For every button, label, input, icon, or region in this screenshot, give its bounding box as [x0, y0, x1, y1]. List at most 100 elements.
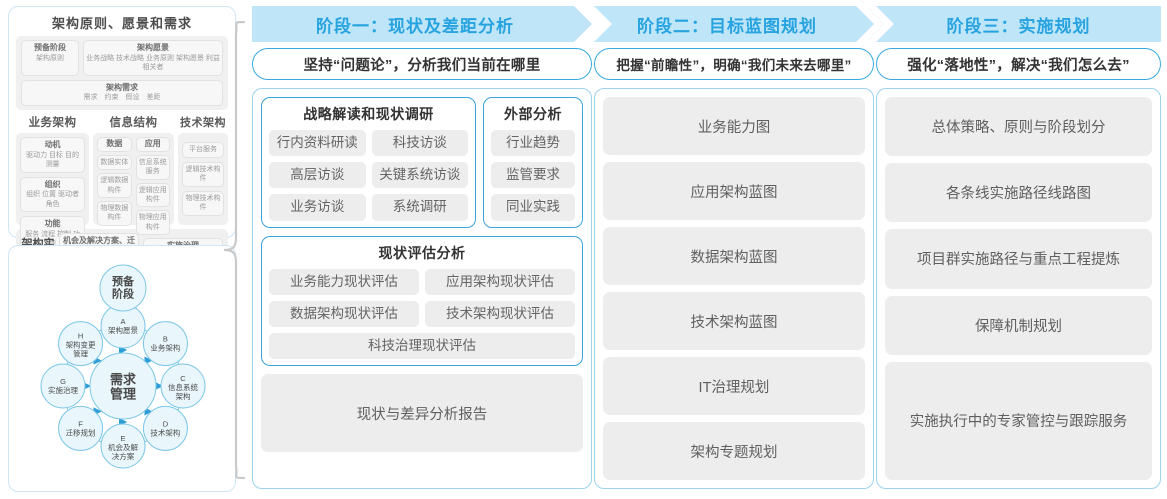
list-item[interactable]: 业务能力图 — [603, 97, 865, 155]
phase-2-chevron-shape — [594, 6, 874, 42]
arch-requirements-box: 架构需求 需求 约束 假设 差距 — [21, 79, 223, 106]
motivation-box: 动机 驱动力 目标 目的 测量 — [20, 136, 86, 173]
list-item[interactable]: 各条线实施路径线路图 — [885, 163, 1152, 223]
data-subcolumn: 数据 数据实体 逻辑数据构件 物理数据构件 — [97, 136, 132, 226]
phase-3-header: 阶段三：实施规划 — [876, 6, 1161, 42]
chip-item[interactable]: 科技访谈 — [371, 130, 468, 157]
adm-node-G[interactable] — [40, 363, 86, 409]
list-item[interactable]: 保障机制规划 — [885, 295, 1152, 355]
list-item[interactable]: 项目群实施路径与重点工程提炼 — [885, 229, 1152, 289]
phase-1-column: 阶段一：现状及差距分析 坚持“问题论”，分析我们当前在哪里 战略解读和现状调研 … — [252, 6, 592, 493]
prep-stage-head: 预备阶段 — [34, 43, 66, 52]
list-item[interactable]: 总体策略、原则与阶段划分 — [885, 97, 1152, 157]
grouping-brace — [223, 20, 246, 480]
chip-item[interactable]: 关键系统访谈 — [371, 162, 468, 189]
phase-3-item-list: 总体策略、原则与阶段划分 各条线实施路径线路图 项目群实施路径与重点工程提炼 保… — [885, 97, 1152, 481]
phase-2-column: 阶段二：目标蓝图规划 把握“前瞻性”，明确“我们未来去哪里” 业务能力图 应用架… — [594, 6, 874, 493]
list-item[interactable]: 实施执行中的专家管控与跟踪服务 — [885, 361, 1152, 481]
chip-item[interactable]: 技术架构现状评估 — [425, 300, 575, 327]
gap-analysis-report-chip[interactable]: 现状与差异分析报告 — [261, 374, 583, 453]
logical-application-component-box: 逻辑应用构件 — [135, 182, 170, 208]
adm-node-E[interactable] — [100, 423, 146, 469]
phase-1-chevron-shape — [252, 6, 592, 42]
prep-stage-sub: 架构原则 — [36, 54, 64, 62]
phase-1-body: 战略解读和现状调研 行内资料研读 科技访谈 高层访谈 关键系统访谈 业务访谈 系… — [252, 88, 592, 489]
arch-vision-box: 架构愿景 业务战略 技术战略 业务原则 架构愿景 利益相关者 — [83, 40, 223, 76]
data-entity-box: 数据实体 — [97, 154, 132, 171]
adm-node-D[interactable] — [142, 405, 188, 451]
technology-architecture-column: 技术架构 平台服务 逻辑技术构件 物理技术构件 — [177, 114, 228, 225]
chip-item[interactable]: 业务访谈 — [269, 194, 366, 221]
organization-box: 组织 组织 位置 驱动者 角色 — [20, 176, 86, 213]
chip-item[interactable]: 业务能力现状评估 — [269, 268, 419, 295]
phase-3-chevron-shape — [876, 6, 1161, 42]
current-state-assessment-card[interactable]: 现状评估分析 业务能力现状评估 应用架构现状评估 数据架构现状评估 技术架构现状… — [261, 235, 583, 367]
adm-center-node[interactable] — [89, 352, 157, 420]
chip-item[interactable]: 行内资料研读 — [269, 130, 366, 157]
physical-application-component-box: 物理应用构件 — [135, 210, 170, 236]
phase-2-item-list: 业务能力图 应用架构蓝图 数据架构蓝图 技术架构蓝图 IT治理规划 架构专题规划 — [603, 97, 865, 480]
chip-item[interactable]: 监管要求 — [491, 162, 575, 189]
adm-node-B[interactable] — [142, 321, 188, 367]
phase-3-column: 阶段三：实施规划 强化“落地性”，解决“我们怎么去” 总体策略、原则与阶段划分 … — [876, 6, 1161, 493]
adm-node-H[interactable] — [58, 321, 104, 367]
phase-3-body: 总体策略、原则与阶段划分 各条线实施路径线路图 项目群实施路径与重点工程提炼 保… — [876, 88, 1161, 489]
phase-3-subtitle: 强化“落地性”，解决“我们怎么去” — [876, 48, 1161, 80]
phase-2-header: 阶段二：目标蓝图规划 — [594, 6, 874, 42]
list-item[interactable]: 应用架构蓝图 — [603, 162, 865, 220]
chip-item[interactable]: 科技治理现状评估 — [269, 332, 575, 360]
technology-architecture-header: 技术架构 — [179, 116, 226, 129]
external-analysis-card[interactable]: 外部分析 行业趋势 监管要求 同业实践 — [483, 97, 583, 228]
chip-item[interactable]: 行业趋势 — [491, 130, 575, 157]
adm-node-F[interactable] — [58, 405, 104, 451]
list-item[interactable]: 架构专题规划 — [603, 422, 865, 480]
phase-1-title: 阶段一：现状及差距分析 — [316, 16, 514, 36]
phase-1-header: 阶段一：现状及差距分析 — [252, 6, 592, 42]
adm-center-label: 需求管理 — [110, 372, 137, 402]
togaf-reference-column: 架构原则、愿景和需求 预备阶段 架构原则 架构愿景 业务战略 技术战略 业务原则… — [8, 6, 236, 493]
information-structure-header: 信息结构 — [109, 116, 158, 129]
logical-technology-component-box: 逻辑技术构件 — [181, 161, 224, 187]
architecture-principles-group: 预备阶段 架构原则 架构愿景 业务战略 技术战略 业务原则 架构愿景 利益相关者… — [16, 36, 228, 110]
chip-item[interactable]: 同业实践 — [491, 194, 575, 221]
logical-data-component-box: 逻辑数据构件 — [97, 173, 132, 199]
application-subcolumn: 应用 信息系统服务 逻辑应用构件 物理应用构件 — [135, 136, 170, 236]
chip-item[interactable]: 高层访谈 — [269, 162, 366, 189]
chip-item[interactable]: 应用架构现状评估 — [425, 268, 575, 295]
external-analysis-card-title: 外部分析 — [504, 106, 562, 122]
application-head-box: 应用 — [135, 136, 170, 152]
chip-item[interactable]: 数据架构现状评估 — [269, 300, 419, 327]
list-item[interactable]: 技术架构蓝图 — [603, 292, 865, 350]
business-architecture-header: 业务架构 — [28, 116, 77, 129]
business-architecture-column: 业务架构 动机 驱动力 目标 目的 测量 组织 组织 位置 驱动者 角色 功能 … — [16, 114, 90, 252]
list-item[interactable]: IT治理规划 — [603, 357, 865, 415]
information-system-service-box: 信息系统服务 — [135, 154, 170, 180]
arch-vision-head: 架构愿景 — [137, 43, 169, 52]
prep-stage-box: 预备阶段 架构原则 — [21, 40, 79, 76]
physical-data-component-box: 物理数据构件 — [97, 201, 132, 226]
platform-service-box: 平台服务 — [181, 142, 224, 158]
arch-requirements-sub: 需求 约束 假设 差距 — [83, 94, 161, 102]
physical-technology-component-box: 物理技术构件 — [181, 190, 224, 216]
togaf-panel-title: 架构原则、愿景和需求 — [51, 16, 192, 31]
strategy-research-card-title: 战略解读和现状调研 — [303, 106, 434, 122]
arch-vision-sub: 业务战略 技术战略 业务原则 架构愿景 利益相关者 — [86, 54, 220, 72]
chip-item[interactable]: 系统调研 — [371, 194, 468, 221]
list-item[interactable]: 数据架构蓝图 — [603, 227, 865, 285]
strategy-research-card[interactable]: 战略解读和现状调研 行内资料研读 科技访谈 高层访谈 关键系统访谈 业务访谈 系… — [261, 97, 476, 228]
adm-prep-label: 预备阶段 — [112, 274, 135, 301]
togaf-framework-panel: 架构原则、愿景和需求 预备阶段 架构原则 架构愿景 业务战略 技术战略 业务原则… — [8, 6, 236, 274]
phase-2-title: 阶段二：目标蓝图规划 — [637, 16, 817, 36]
adm-node-C[interactable] — [160, 363, 206, 409]
adm-prep-node[interactable] — [99, 264, 147, 312]
data-head-box: 数据 — [97, 136, 132, 152]
